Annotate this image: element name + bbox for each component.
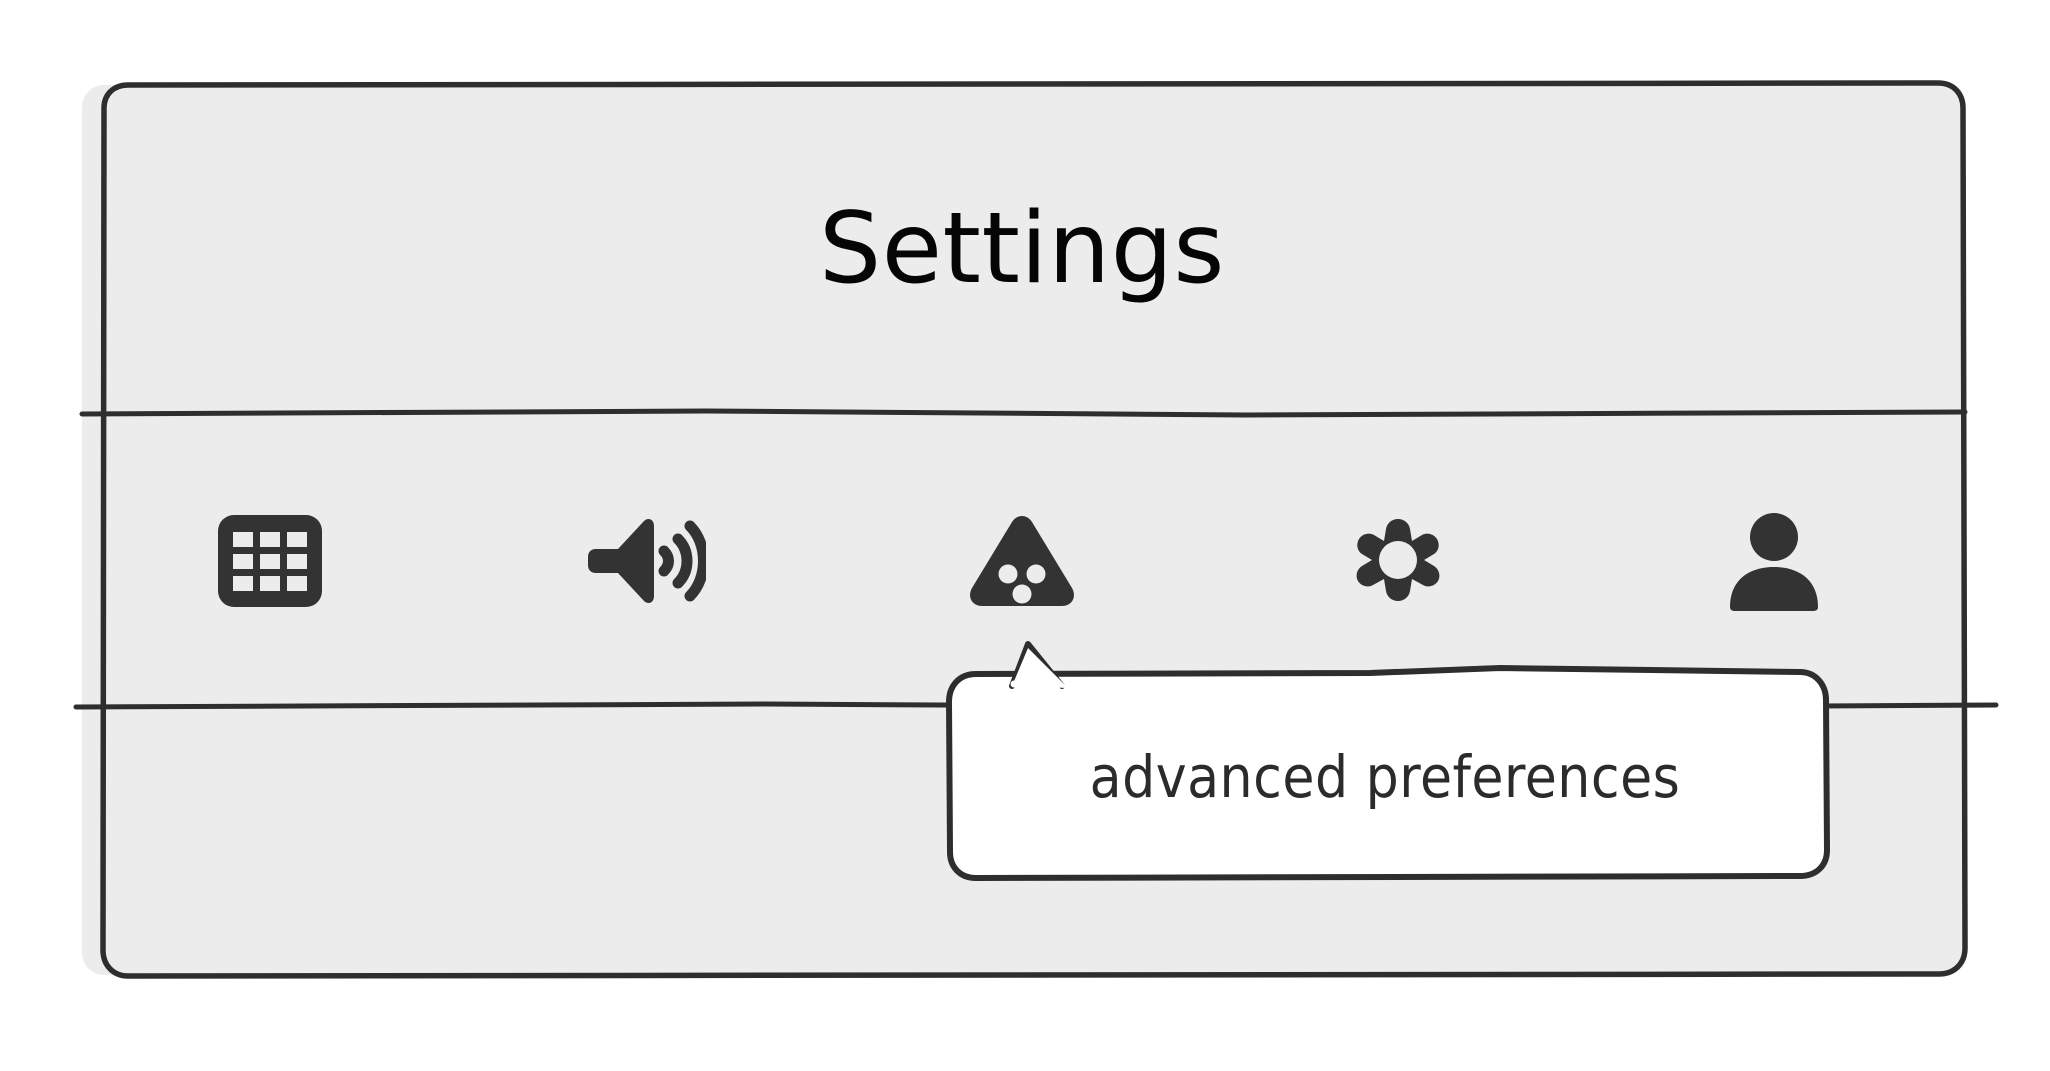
title-bar: Settings bbox=[82, 85, 1962, 413]
person-icon bbox=[1730, 513, 1818, 611]
icon-toolbar bbox=[82, 416, 1962, 706]
gear-icon bbox=[1356, 519, 1440, 601]
toolbar-item-account[interactable] bbox=[1586, 416, 1962, 706]
grid-icon bbox=[218, 515, 322, 607]
toolbar-item-advanced[interactable] bbox=[834, 416, 1210, 706]
toolbar-item-sound[interactable] bbox=[458, 416, 834, 706]
toolbar-item-apps[interactable] bbox=[82, 416, 458, 706]
settings-window: Settings bbox=[66, 64, 1999, 979]
page-title: Settings bbox=[819, 192, 1225, 306]
volume-icon bbox=[588, 518, 706, 604]
toolbar-item-system[interactable] bbox=[1210, 416, 1586, 706]
tooltip-bubble bbox=[946, 641, 1830, 881]
triangle-dots-icon bbox=[970, 516, 1074, 606]
tooltip: advanced preferences bbox=[940, 640, 1840, 890]
